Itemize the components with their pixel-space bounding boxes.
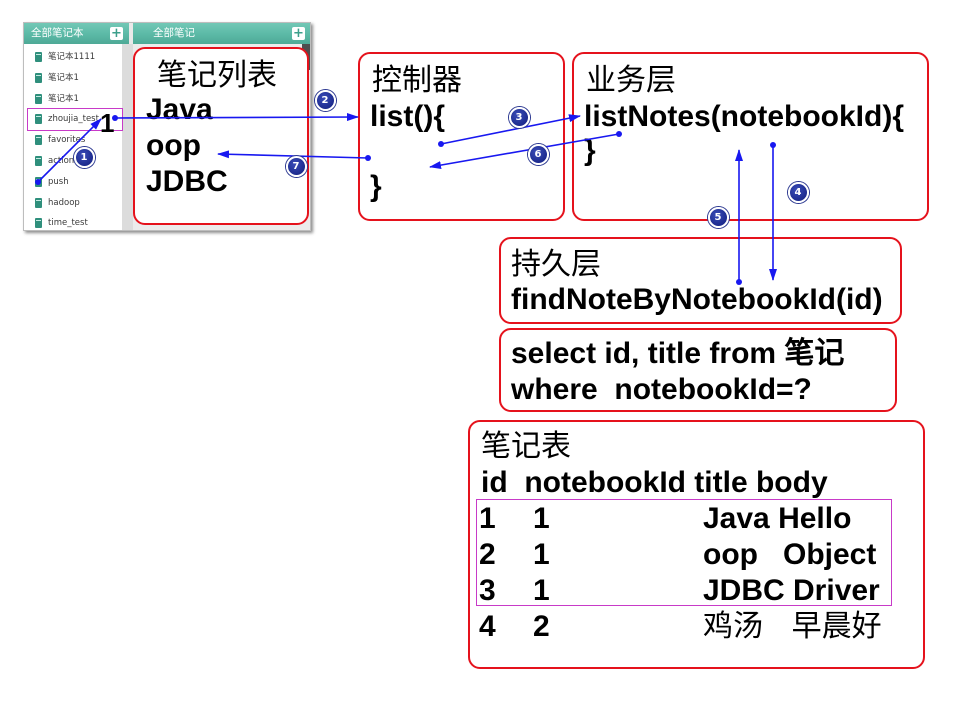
step-badge-7: 7 bbox=[285, 155, 307, 177]
table-cell-notebook-id: 1 bbox=[533, 538, 550, 571]
notebooks-header: 全部笔记本 + bbox=[24, 23, 129, 44]
table-cell-notebook-id: 2 bbox=[533, 610, 550, 643]
notebook-list-scrollbar[interactable] bbox=[122, 44, 133, 230]
persistence-layer-box: 持久层 findNoteByNotebookId(id) bbox=[499, 237, 902, 324]
sql-query-box: select id, title from 笔记 where notebookI… bbox=[499, 328, 897, 412]
sql-line-where: where notebookId=? bbox=[511, 373, 812, 406]
table-cell-id: 4 bbox=[479, 610, 496, 643]
step-badge-6: 6 bbox=[527, 143, 549, 165]
notebook-icon bbox=[35, 218, 42, 229]
note-table-header: id notebookId title body bbox=[481, 466, 828, 499]
notebook-list-item[interactable]: push bbox=[24, 172, 122, 193]
note-list-box: 笔记列表 Java oop JDBC bbox=[133, 47, 309, 225]
notebook-name: 笔记本1 bbox=[48, 93, 79, 104]
notebook-icon bbox=[35, 197, 42, 208]
add-notebook-button[interactable]: + bbox=[110, 26, 123, 41]
notebook-name: 笔记本1 bbox=[48, 72, 79, 83]
notebook-icon bbox=[35, 135, 42, 146]
notebook-name: action bbox=[48, 155, 75, 166]
notebook-icon bbox=[35, 155, 42, 166]
notebook-icon bbox=[35, 93, 42, 104]
persistence-method: findNoteByNotebookId(id) bbox=[511, 283, 883, 316]
notebook-list-item[interactable]: 笔记本1111 bbox=[24, 47, 122, 68]
notebook-list-item[interactable]: 笔记本1 bbox=[24, 68, 122, 89]
table-cell-id: 3 bbox=[479, 574, 496, 607]
selected-notebook-id-label: 1 bbox=[100, 108, 115, 138]
note-table-title: 笔记表 bbox=[481, 429, 571, 464]
table-cell-id: 1 bbox=[479, 502, 496, 535]
matching-rows-highlight bbox=[476, 499, 892, 606]
table-cell-title-body: 鸡汤 早晨好 bbox=[703, 609, 882, 644]
notebook-list-item[interactable]: action bbox=[24, 151, 122, 172]
table-cell-title-body: JDBC Driver bbox=[703, 574, 880, 607]
notebook-name: time_test bbox=[48, 218, 88, 229]
persistence-layer-title: 持久层 bbox=[511, 247, 601, 282]
step-badge-4: 4 bbox=[787, 181, 809, 203]
notebook-list-item[interactable]: time_test bbox=[24, 213, 122, 230]
note-table-box: 笔记表 id notebookId title body 1 1 Java He… bbox=[468, 420, 925, 669]
table-cell-notebook-id: 1 bbox=[533, 502, 550, 535]
controller-box: 控制器 list(){ } bbox=[358, 52, 565, 221]
notebooks-header-title: 全部笔记本 bbox=[31, 27, 84, 39]
notebook-icon bbox=[35, 52, 42, 62]
controller-method-open: list(){ bbox=[370, 100, 445, 133]
service-layer-title: 业务层 bbox=[586, 63, 676, 98]
table-cell-id: 2 bbox=[479, 538, 496, 571]
notebook-list-item[interactable]: 笔记本1 bbox=[24, 89, 122, 110]
table-cell-notebook-id: 1 bbox=[533, 574, 550, 607]
notes-header: 全部笔记 + bbox=[133, 23, 310, 44]
notebook-name: hadoop bbox=[48, 197, 80, 208]
table-cell-title-body: oop Object bbox=[703, 538, 877, 571]
service-layer-box: 业务层 listNotes(notebookId){ } bbox=[572, 52, 929, 221]
controller-title: 控制器 bbox=[372, 63, 462, 98]
notebook-list-item[interactable]: hadoop bbox=[24, 193, 122, 214]
note-list-item: oop bbox=[146, 129, 201, 162]
controller-method-close: } bbox=[370, 170, 382, 203]
notes-header-title: 全部笔记 bbox=[153, 27, 195, 39]
notebook-icon bbox=[35, 72, 42, 83]
note-list-title: 笔记列表 bbox=[157, 58, 277, 93]
step-badge-1: 1 bbox=[73, 146, 95, 168]
service-method-open: listNotes(notebookId){ bbox=[584, 100, 904, 133]
add-note-button[interactable]: + bbox=[292, 26, 305, 41]
step-badge-5: 5 bbox=[707, 206, 729, 228]
notebook-icon bbox=[35, 176, 42, 187]
sql-line-select: select id, title from 笔记 bbox=[511, 337, 845, 370]
table-cell-title-body: Java Hello bbox=[703, 502, 852, 535]
step-badge-3: 3 bbox=[508, 106, 530, 128]
note-list-item: JDBC bbox=[146, 165, 228, 198]
notebook-name: 笔记本1111 bbox=[48, 52, 96, 62]
note-list-item: Java bbox=[146, 93, 213, 126]
notebook-name: push bbox=[48, 176, 69, 187]
service-method-close: } bbox=[584, 134, 596, 167]
step-badge-2: 2 bbox=[314, 89, 336, 111]
